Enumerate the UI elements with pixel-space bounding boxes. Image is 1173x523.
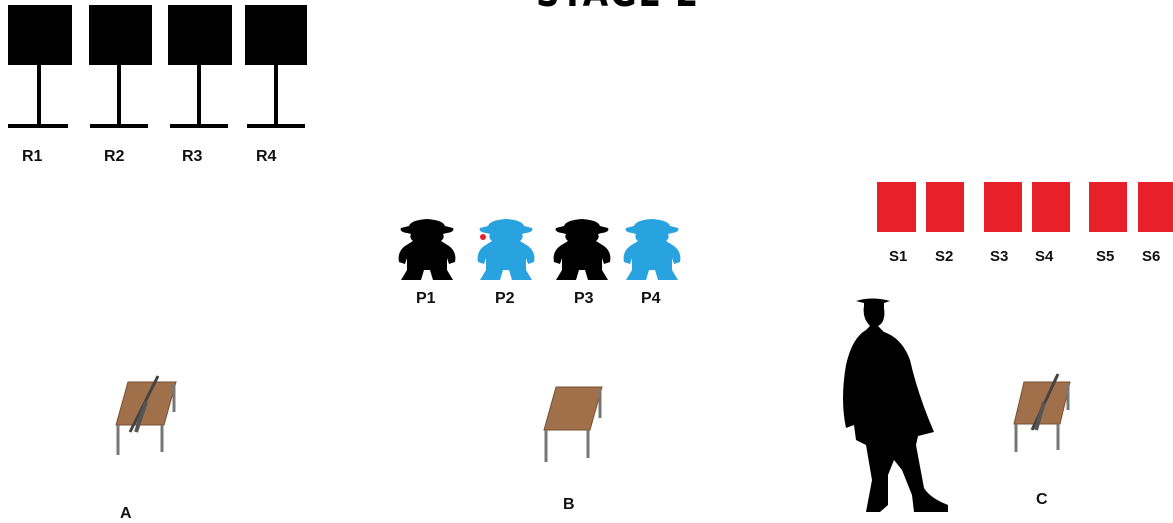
pistol-target-p3 [554,219,611,280]
shotgun-label-s1: S1 [889,248,907,265]
shotgun-target-s2 [926,182,964,232]
rifle-target-r2 [89,5,152,128]
shooter-silhouette-icon [843,299,948,513]
pistol-label-p1: P1 [416,290,436,308]
pistol-target-p4 [624,219,681,280]
shotgun-label-s6: S6 [1142,248,1160,265]
table-b [544,387,602,462]
shotgun-target-s1 [877,182,916,232]
rifle-target-r4 [245,5,307,128]
rifle-target-r3 [168,5,232,128]
rifle-target-r1 [8,5,72,128]
rifle-label-r1: R1 [22,148,42,166]
station-label-b: B [563,496,575,514]
rifle-label-r3: R3 [182,148,202,166]
shotgun-target-s4 [1032,182,1070,232]
shotgun-label-s4: S4 [1035,248,1053,265]
rifle-label-r2: R2 [104,148,124,166]
shotgun-target-s5 [1089,182,1127,232]
red-marker-dot [480,234,486,240]
pistol-label-p3: P3 [574,290,594,308]
station-label-a: A [120,505,132,523]
shotgun-target-s3 [984,182,1022,232]
shotgun-target-s6 [1138,182,1173,232]
pistol-label-p2: P2 [495,290,515,308]
shotgun-label-s5: S5 [1096,248,1114,265]
shotgun-label-s3: S3 [990,248,1008,265]
shotgun-label-s2: S2 [935,248,953,265]
rifle-label-r4: R4 [256,148,276,166]
pistol-label-p4: P4 [641,290,661,308]
station-label-c: C [1036,491,1048,509]
table-c [1014,374,1070,452]
pistol-target-p1 [399,219,456,280]
table-a [116,376,176,455]
pistol-target-p2 [478,219,535,280]
